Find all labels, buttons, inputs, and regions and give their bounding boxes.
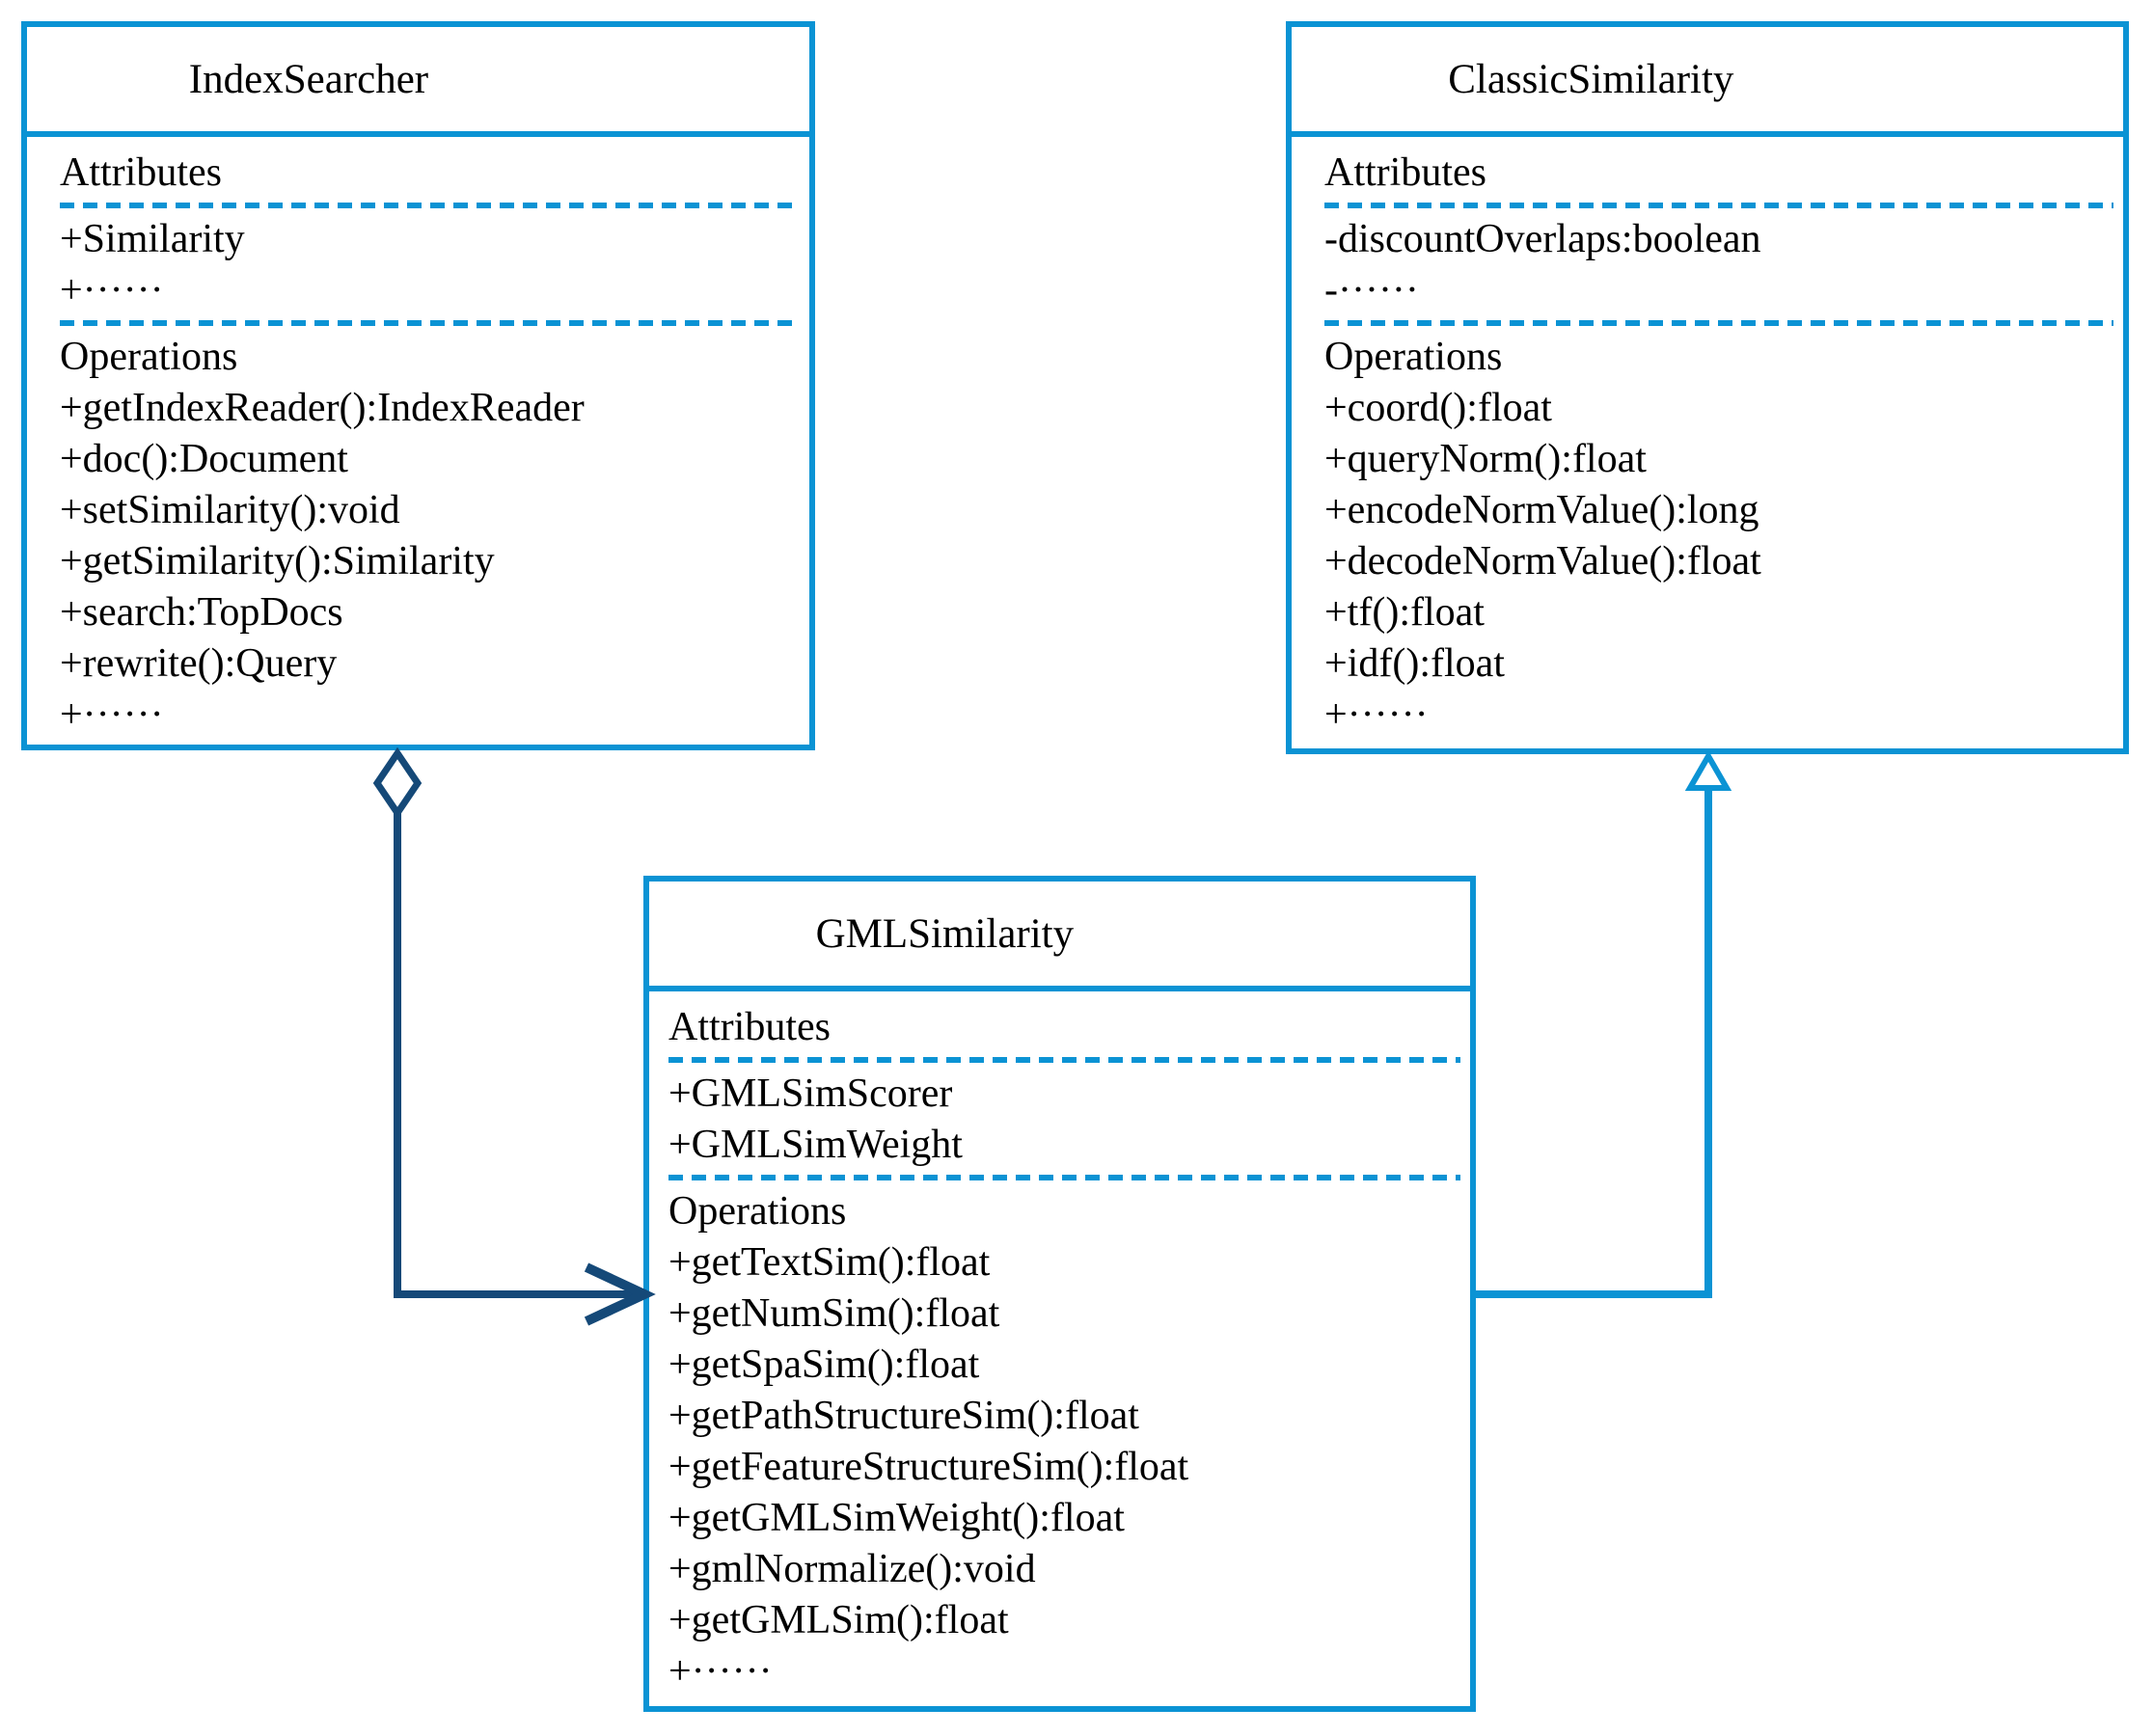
operation-item: +doc():Document bbox=[60, 436, 348, 481]
class-box-classicsimilarity: ClassicSimilarity Attributes -discountOv… bbox=[1286, 21, 2129, 754]
operation-item: +······ bbox=[60, 692, 164, 737]
dashed-divider bbox=[668, 1175, 1460, 1180]
hollow-diamond-marker bbox=[372, 746, 423, 820]
operation-item: +decodeNormValue():float bbox=[1324, 538, 1761, 583]
dashed-divider bbox=[60, 320, 800, 326]
operation-item: +search:TopDocs bbox=[60, 589, 343, 635]
operations-label: Operations bbox=[668, 1188, 847, 1234]
operation-item: +getSimilarity():Similarity bbox=[60, 538, 495, 583]
class-box-indexsearcher: IndexSearcher Attributes +Similarity +··… bbox=[21, 21, 815, 750]
operation-item: +getGMLSimWeight():float bbox=[668, 1495, 1125, 1540]
operation-item: +tf():float bbox=[1324, 589, 1485, 635]
class-box-gmlsimilarity: GMLSimilarity Attributes +GMLSimScorer +… bbox=[643, 876, 1476, 1712]
attribute-item: +GMLSimWeight bbox=[668, 1122, 963, 1167]
operation-item: +coord():float bbox=[1324, 385, 1552, 430]
attributes-label: Attributes bbox=[1324, 149, 1486, 195]
dashed-divider bbox=[668, 1057, 1460, 1063]
dashed-divider bbox=[60, 203, 800, 208]
attributes-label: Attributes bbox=[60, 149, 222, 195]
class-body-gmlsimilarity: Attributes +GMLSimScorer +GMLSimWeight O… bbox=[649, 991, 1470, 1696]
aggregation-line bbox=[394, 813, 642, 1298]
operation-item: +getGMLSim():float bbox=[668, 1597, 1009, 1642]
operation-item: +getIndexReader():IndexReader bbox=[60, 385, 585, 430]
operation-item: +getNumSim():float bbox=[668, 1290, 1000, 1336]
class-name: GMLSimilarity bbox=[815, 910, 1075, 957]
operation-item: +encodeNormValue():long bbox=[1324, 487, 1759, 532]
generalization-connector bbox=[1474, 749, 1732, 1298]
operation-item: +setSimilarity():void bbox=[60, 487, 400, 532]
attribute-item: +······ bbox=[60, 267, 164, 312]
aggregation-connector bbox=[372, 746, 656, 1326]
operations-label: Operations bbox=[60, 334, 238, 379]
operation-item: +······ bbox=[668, 1648, 773, 1694]
generalization-line bbox=[1474, 787, 1712, 1298]
operation-item: +······ bbox=[1324, 692, 1429, 737]
operation-item: +getPathStructureSim():float bbox=[668, 1393, 1139, 1438]
attribute-item: -······ bbox=[1324, 267, 1419, 312]
operations-label: Operations bbox=[1324, 334, 1503, 379]
attribute-item: +Similarity bbox=[60, 216, 245, 261]
operation-item: +gmlNormalize():void bbox=[668, 1546, 1036, 1591]
class-name: IndexSearcher bbox=[188, 56, 429, 102]
class-body-classicsimilarity: Attributes -discountOverlaps:boolean -··… bbox=[1292, 137, 2123, 740]
open-arrowhead-marker bbox=[584, 1262, 656, 1326]
attributes-label: Attributes bbox=[668, 1004, 831, 1049]
operation-item: +idf():float bbox=[1324, 640, 1505, 686]
class-title-classicsimilarity: ClassicSimilarity bbox=[1292, 27, 2123, 137]
dashed-divider bbox=[1324, 320, 2113, 326]
dashed-divider bbox=[1324, 203, 2113, 208]
operation-item: +getSpaSim():float bbox=[668, 1342, 980, 1387]
class-title-indexsearcher: IndexSearcher bbox=[27, 27, 809, 137]
class-name: ClassicSimilarity bbox=[1448, 56, 1734, 102]
operation-item: +rewrite():Query bbox=[60, 640, 338, 686]
attribute-item: +GMLSimScorer bbox=[668, 1071, 953, 1116]
attribute-item: -discountOverlaps:boolean bbox=[1324, 216, 1761, 261]
operation-item: +getTextSim():float bbox=[668, 1239, 991, 1285]
hollow-triangle-marker bbox=[1684, 749, 1732, 791]
operation-item: +getFeatureStructureSim():float bbox=[668, 1444, 1189, 1489]
class-body-indexsearcher: Attributes +Similarity +······ Operation… bbox=[27, 137, 809, 740]
operation-item: +queryNorm():float bbox=[1324, 436, 1647, 481]
class-title-gmlsimilarity: GMLSimilarity bbox=[649, 882, 1470, 991]
